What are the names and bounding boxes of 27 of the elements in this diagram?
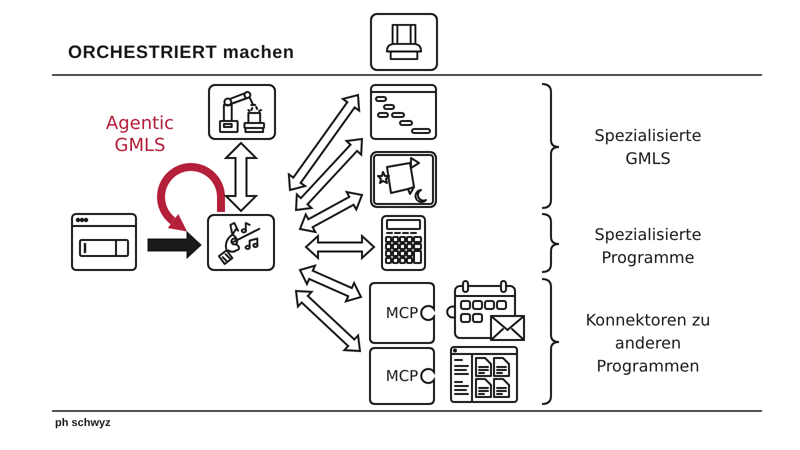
icon-frame — [208, 84, 276, 140]
double-arrow — [294, 138, 364, 212]
icon-frame — [370, 13, 438, 71]
title: ORCHESTRIERT machen — [68, 42, 294, 63]
group-label: Konnektoren zu anderen Programmen — [584, 310, 712, 378]
sticky-note-board-icon — [370, 151, 437, 208]
double-arrow — [298, 264, 362, 303]
double-arrow — [294, 290, 362, 352]
file-browser-icon — [450, 346, 518, 403]
double-arrow — [298, 190, 364, 234]
group-label: Spezialisierte GMLS — [593, 125, 702, 170]
group-label: Spezialisierte Programme — [593, 224, 702, 269]
double-arrow — [288, 94, 360, 192]
edge-label: Agentic GMLS — [104, 113, 176, 157]
gantt-chart-icon — [370, 84, 437, 140]
calendar-mail-icon — [449, 280, 525, 342]
icon-frame — [207, 214, 275, 271]
curved-arrow — [157, 163, 225, 232]
node-label: MCP — [386, 304, 418, 322]
node-label: MCP — [386, 367, 418, 385]
calculator-icon — [381, 215, 426, 271]
puzzle-piece — [369, 282, 435, 344]
double-arrow — [304, 234, 376, 260]
browser-window-icon — [71, 213, 137, 271]
footer-text: ph schwyz — [55, 417, 111, 429]
double-arrow — [224, 142, 258, 212]
puzzle-piece — [369, 347, 435, 405]
